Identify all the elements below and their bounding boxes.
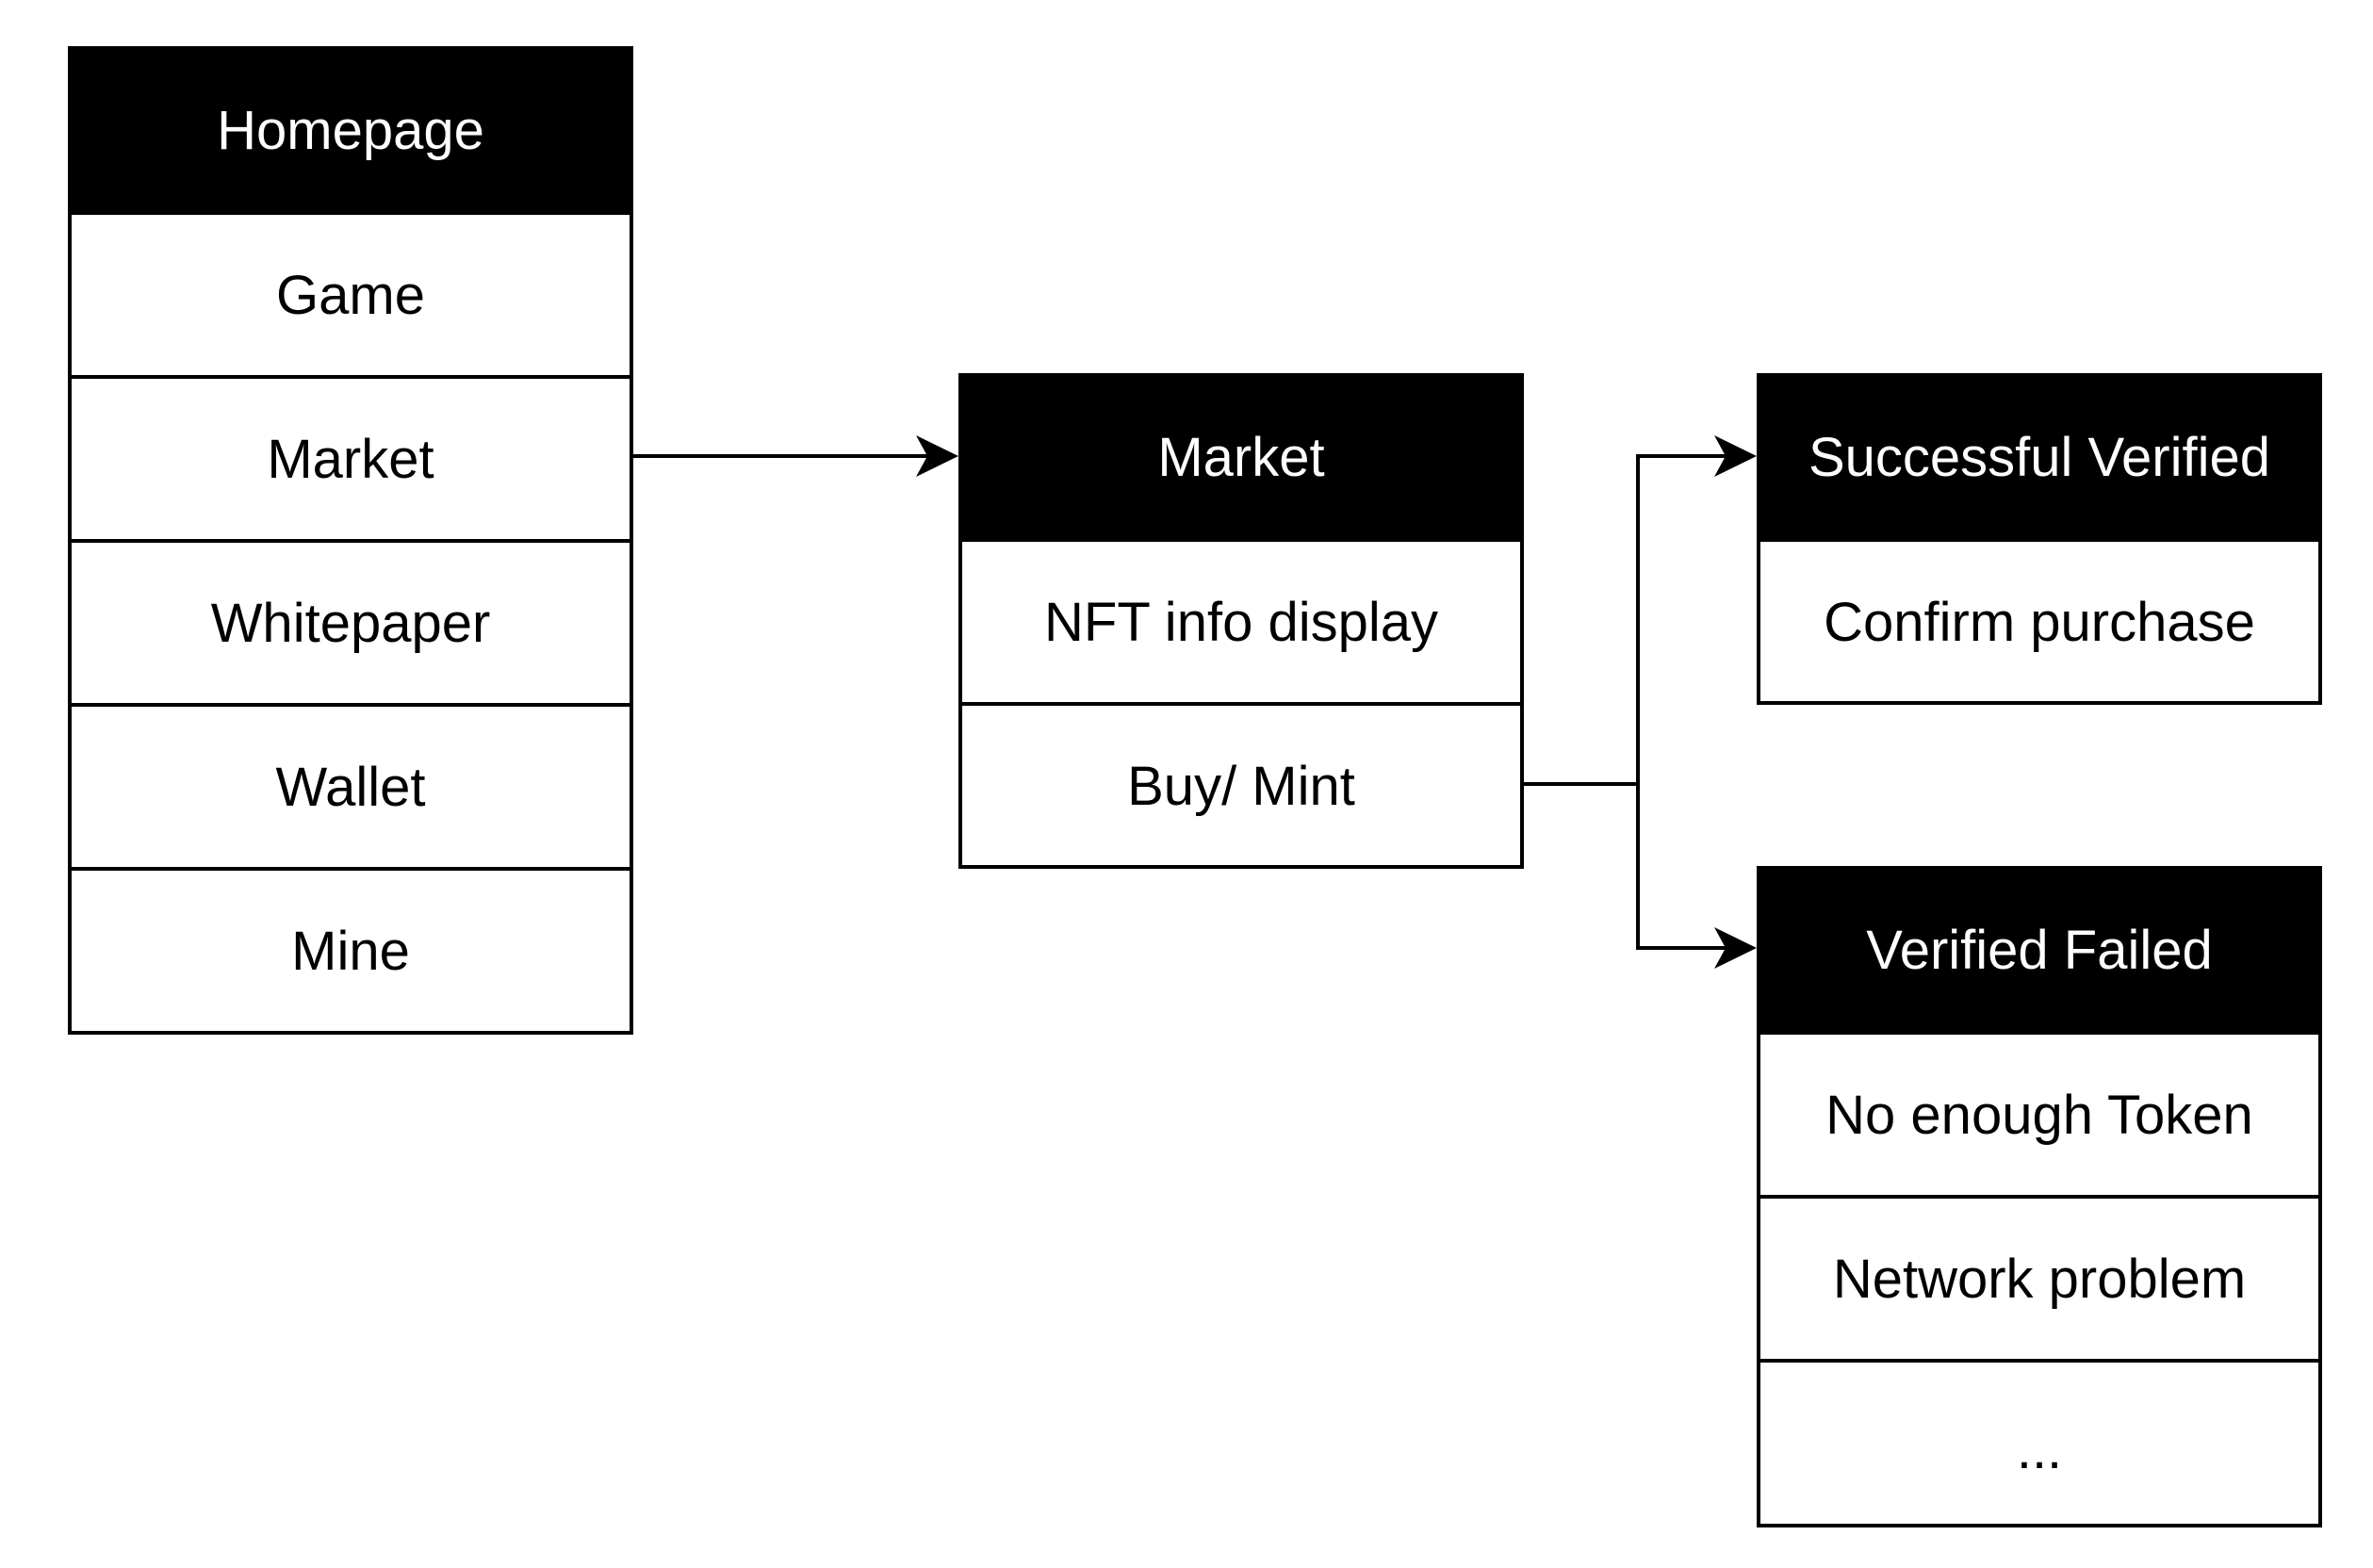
failed-item-more: ... bbox=[1760, 1359, 2318, 1523]
arrow-buy-mint-to-verified bbox=[1524, 435, 1757, 969]
success-item-confirm-purchase[interactable]: Confirm purchase bbox=[1760, 538, 2318, 702]
homepage-item-market[interactable]: Market bbox=[72, 375, 630, 539]
arrow-homepage-market-to-market bbox=[633, 435, 958, 477]
homepage-item-mine[interactable]: Mine bbox=[72, 867, 630, 1031]
failed-table: Verified Failed No enough Token Network … bbox=[1757, 866, 2322, 1527]
market-item-buy-mint[interactable]: Buy/ Mint bbox=[962, 702, 1520, 866]
market-title: Market bbox=[962, 377, 1520, 538]
failed-item-no-token: No enough Token bbox=[1760, 1031, 2318, 1195]
market-item-nft-info[interactable]: NFT info display bbox=[962, 538, 1520, 702]
market-table: Market NFT info display Buy/ Mint bbox=[958, 373, 1524, 869]
homepage-item-whitepaper[interactable]: Whitepaper bbox=[72, 539, 630, 703]
failed-title: Verified Failed bbox=[1760, 870, 2318, 1031]
homepage-item-wallet[interactable]: Wallet bbox=[72, 703, 630, 867]
homepage-table: Homepage Game Market Whitepaper Wallet M… bbox=[68, 46, 633, 1035]
homepage-title: Homepage bbox=[72, 50, 630, 211]
failed-item-network: Network problem bbox=[1760, 1195, 2318, 1359]
homepage-item-game[interactable]: Game bbox=[72, 211, 630, 375]
success-title: Successful Verified bbox=[1760, 377, 2318, 538]
success-table: Successful Verified Confirm purchase bbox=[1757, 373, 2322, 705]
